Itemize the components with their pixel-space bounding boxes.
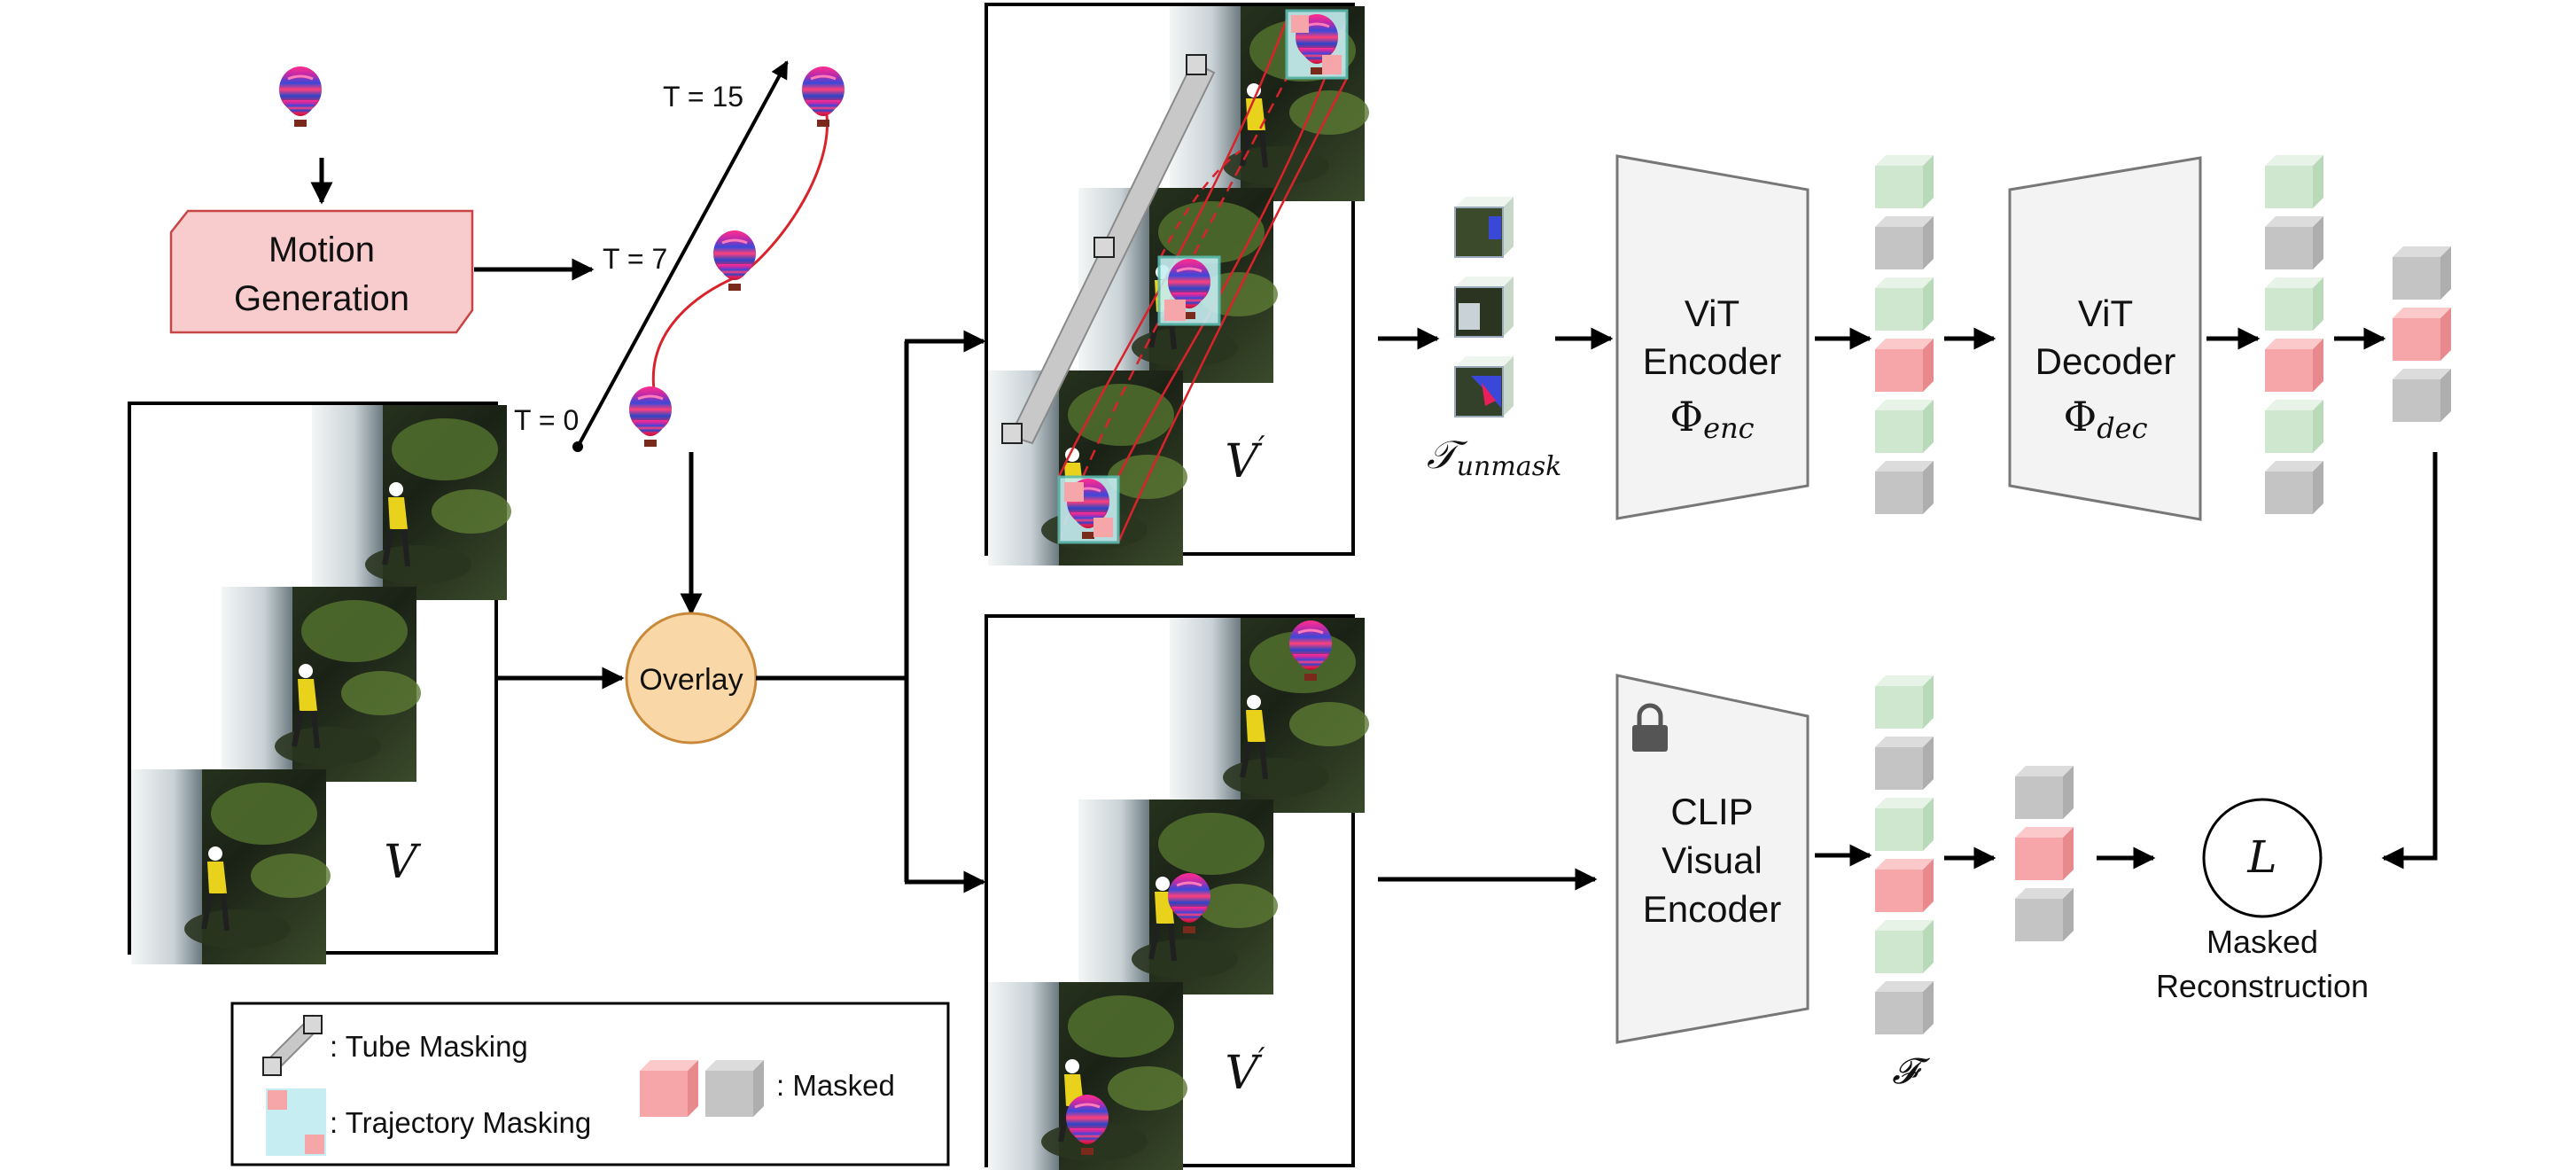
target-masked-tokens <box>2015 766 2074 941</box>
source-balloon-icon <box>277 65 323 129</box>
balloon-t0-icon <box>627 385 673 448</box>
input-frame-2 <box>222 587 421 782</box>
lock-icon <box>1632 703 1668 752</box>
legend-masked-label: : Masked <box>776 1069 895 1102</box>
input-video-label: V <box>384 836 421 889</box>
feature-label: 𝓕 <box>1892 1051 1930 1092</box>
unmasked-token-stack <box>1454 197 1514 417</box>
traj-patch-1b <box>1093 518 1113 537</box>
vit-encoder-label-2: Encoder <box>1643 340 1781 382</box>
vit-decoder-label-1: ViT <box>2078 292 2133 334</box>
clip-encoder-block <box>1615 674 1809 1044</box>
input-frame-1 <box>131 769 331 964</box>
time-origin-dot <box>572 441 583 452</box>
legend-trajectory-icon <box>266 1088 326 1156</box>
loss-caption-2: Reconstruction <box>2156 968 2369 1004</box>
tube-mask-node-2 <box>1093 237 1115 258</box>
overlay-video-label: V′ <box>1225 1041 1265 1100</box>
traj-patch-3b <box>1322 55 1342 74</box>
clip-label-2: Visual <box>1662 839 1763 881</box>
t15-label: T = 15 <box>663 81 743 113</box>
balloon-t7-icon <box>712 229 758 292</box>
t7-label: T = 7 <box>603 243 667 275</box>
tube-mask-node-3 <box>1186 54 1207 75</box>
motion-generation-box <box>169 209 474 334</box>
decoded-token-column <box>2265 155 2323 514</box>
latent-token-column <box>1875 155 1934 514</box>
predicted-masked-tokens <box>2393 246 2451 422</box>
vit-decoder-block <box>2008 156 2202 521</box>
overlay-label: Overlay <box>639 663 743 697</box>
input-frame-3 <box>312 405 511 600</box>
clip-label-1: CLIP <box>1670 791 1753 832</box>
loss-caption-1: Masked <box>2206 924 2318 960</box>
unmask-token-label: 𝒯unmask <box>1427 433 1561 482</box>
tube-mask-node-1 <box>1001 423 1023 444</box>
loss-symbol: L <box>2246 831 2276 883</box>
prediction-to-loss-arrow <box>2381 452 2438 870</box>
motion-generation-label-1: Motion <box>268 230 375 269</box>
clip-feature-column <box>1875 675 1934 1034</box>
masked-video-label: V′ <box>1225 430 1265 488</box>
overlay-frame-3 <box>1170 618 1369 813</box>
traj-patch-2 <box>1164 300 1186 321</box>
time-axis-arrow <box>576 60 789 448</box>
traj-patch-3a <box>1291 15 1309 33</box>
vit-encoder-block <box>1615 154 1809 520</box>
balloon-t15-icon <box>800 65 846 129</box>
vit-encoder-symbol: Φenc <box>1669 393 1754 445</box>
legend-trajectory-label: : Trajectory Masking <box>330 1106 591 1139</box>
motion-generation-label-2: Generation <box>234 279 409 318</box>
legend-tube-icon <box>262 1014 323 1076</box>
legend-masked-icons <box>640 1060 764 1117</box>
clip-label-3: Encoder <box>1643 888 1781 930</box>
vit-decoder-label-2: Decoder <box>2035 340 2176 382</box>
traj-patch-1a <box>1064 482 1084 502</box>
loss-circle <box>2202 798 2323 918</box>
legend-box <box>230 1002 950 1166</box>
vit-decoder-symbol: Φdec <box>2063 393 2147 445</box>
t0-label: T = 0 <box>514 404 579 436</box>
vit-encoder-label-1: ViT <box>1685 292 1739 334</box>
legend-tube-label: : Tube Masking <box>330 1030 528 1063</box>
